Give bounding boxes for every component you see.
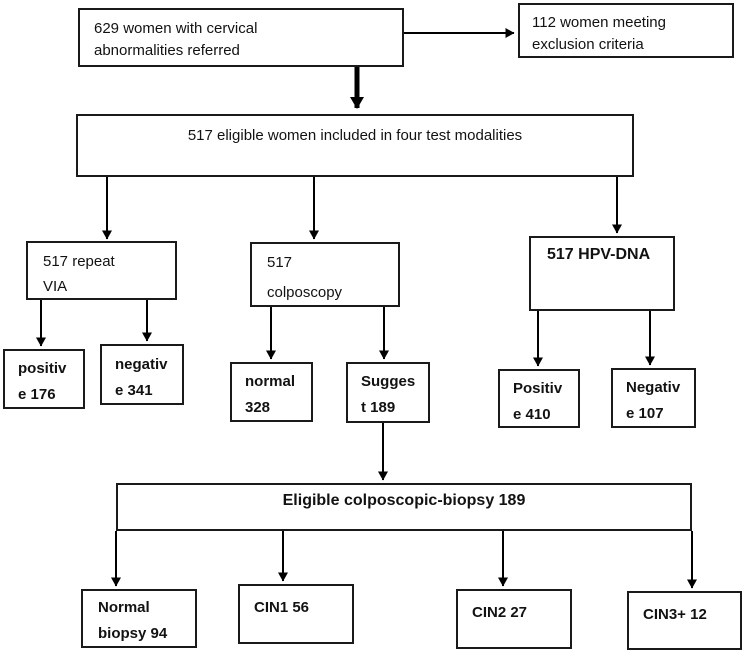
node-text: normal (245, 373, 296, 390)
node-text: e 107 (626, 405, 664, 422)
node-text: 517 (267, 254, 293, 271)
node-text: t 189 (361, 399, 396, 416)
node-referred-women: 629 women with cervical abnormalities re… (78, 8, 404, 67)
node-eligible-women: 517 eligible women included in four test… (76, 114, 634, 177)
node-cin3: CIN3+ 12 (627, 591, 742, 650)
node-colposcopy-suggest: Sugges t 189 (346, 362, 430, 423)
node-via-negative: negativ e 341 (100, 344, 184, 405)
node-text: Eligible colposcopic-biopsy 189 (282, 492, 526, 509)
node-text: CIN2 27 (472, 604, 528, 621)
node-text: Negativ (626, 379, 681, 396)
node-text: 629 women with cervical (94, 20, 258, 37)
node-text: Normal (98, 599, 150, 616)
node-text: positiv (18, 360, 67, 377)
node-via-positive: positiv e 176 (3, 349, 85, 409)
node-text: negativ (115, 356, 168, 373)
node-text: 517 repeat (43, 253, 115, 270)
node-hpv-positive: Positiv e 410 (498, 369, 580, 428)
node-eligible-biopsy: Eligible colposcopic-biopsy 189 (116, 483, 692, 531)
node-text: e 341 (115, 382, 153, 399)
node-text: CIN3+ 12 (643, 606, 707, 623)
node-hpv-dna: 517 HPV-DNA (529, 236, 675, 311)
node-text: Sugges (361, 373, 416, 390)
node-colposcopy-normal: normal 328 (230, 362, 313, 422)
node-repeat-via: 517 repeat VIA (26, 241, 177, 300)
node-colposcopy: 517 colposcopy (250, 242, 400, 307)
node-text: 328 (245, 399, 271, 416)
node-text: biopsy 94 (98, 625, 168, 642)
node-excluded-women: 112 women meeting exclusion criteria (518, 3, 734, 58)
node-text: exclusion criteria (532, 36, 644, 53)
node-text: Positiv (513, 380, 563, 397)
node-text: CIN1 56 (254, 599, 310, 616)
node-text: 112 women meeting (532, 14, 666, 31)
node-text: e 410 (513, 406, 551, 423)
node-cin1: CIN1 56 (238, 584, 354, 644)
node-hpv-negative: Negativ e 107 (611, 368, 696, 428)
node-text: VIA (43, 278, 68, 295)
node-text: 517 HPV-DNA (547, 246, 651, 263)
node-normal-biopsy: Normal biopsy 94 (81, 589, 197, 648)
node-text: colposcopy (267, 284, 343, 301)
node-text: 517 eligible women included in four test… (187, 127, 523, 144)
node-text: e 176 (18, 386, 56, 403)
node-cin2: CIN2 27 (456, 589, 572, 649)
node-text: abnormalities referred (94, 42, 240, 59)
